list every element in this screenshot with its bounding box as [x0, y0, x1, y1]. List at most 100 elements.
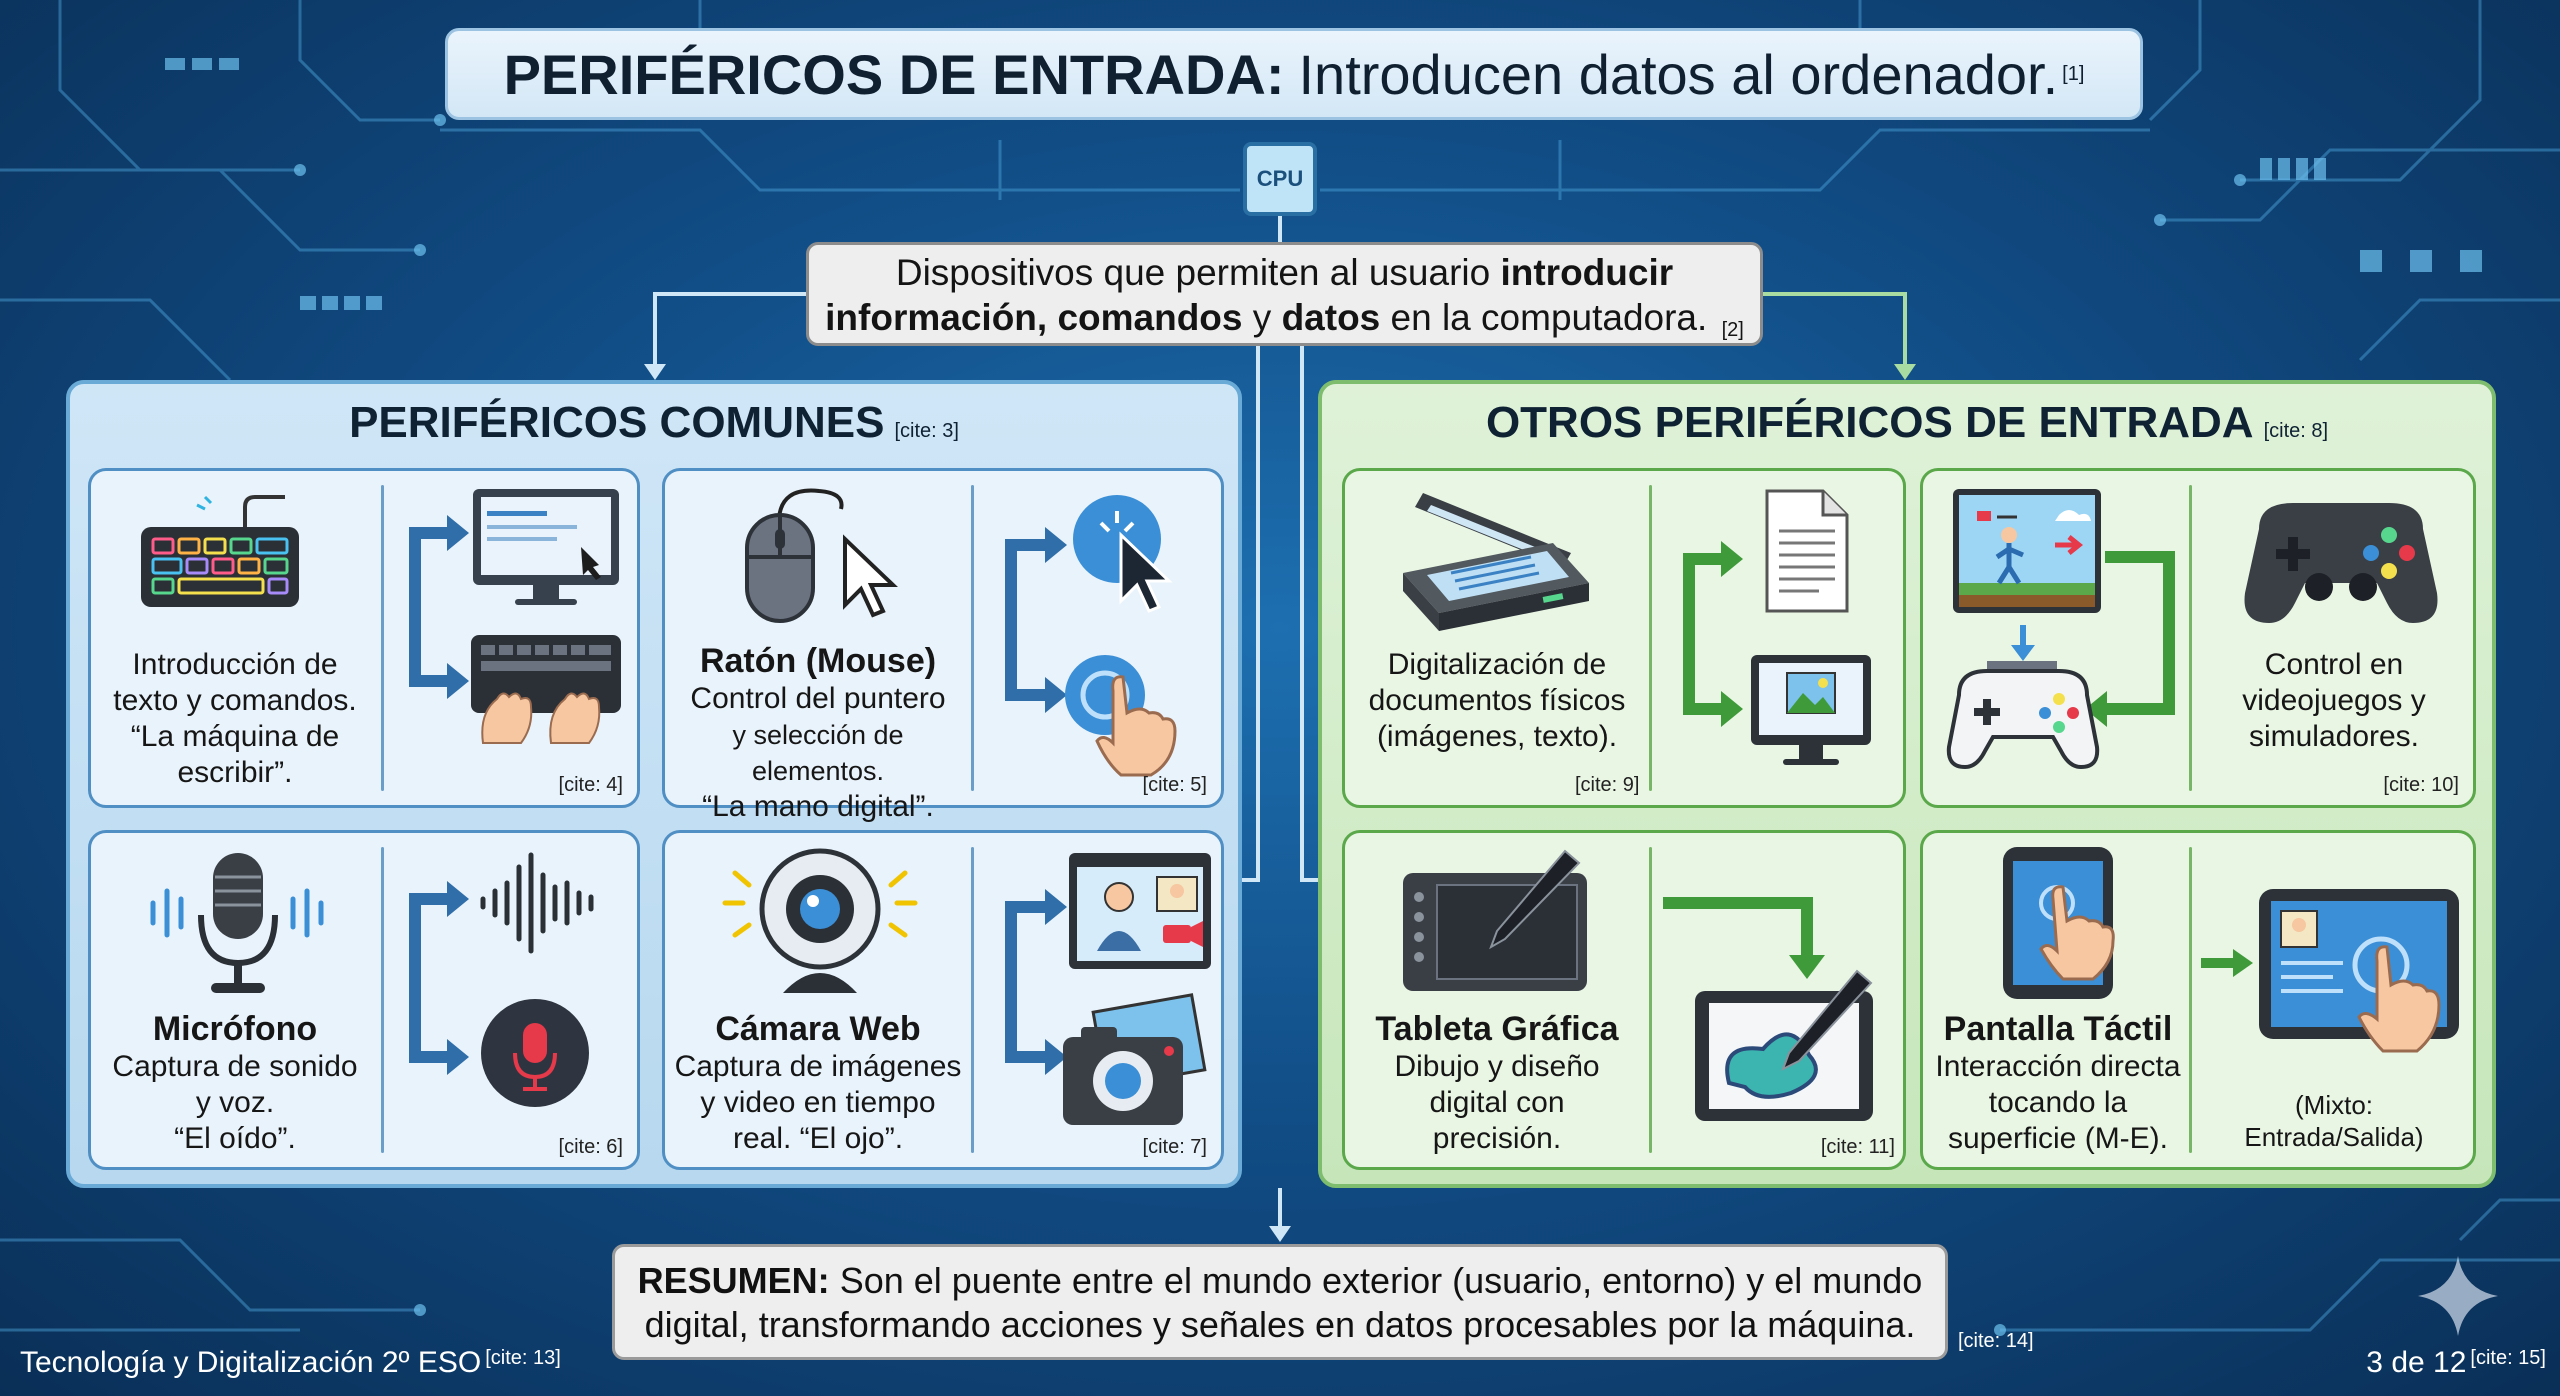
definition-text: y: [1252, 297, 1272, 338]
keyboard-flow-arrows: [409, 489, 621, 744]
card-line: Control del puntero: [690, 682, 946, 715]
summary-box: RESUMEN: Son el puente entre el mundo ex…: [612, 1244, 1948, 1360]
scanner-icon: [1403, 493, 1589, 631]
card-line: documentos físicos: [1368, 684, 1626, 717]
image-monitor-icon: [1751, 655, 1871, 765]
definition-text: en la computadora.: [1390, 297, 1708, 338]
arrow-down-icon: [1987, 625, 2057, 669]
tablet-touch-icon: [2259, 889, 2459, 1053]
keyboard-card: Introducción de texto y comandos. “La má…: [88, 468, 640, 808]
panel-title: PERIFÉRICOS COMUNES [cite: 3]: [70, 398, 1238, 448]
note-line: Entrada/Salida): [2244, 1122, 2424, 1152]
card-line: y video en tiempo: [700, 1086, 936, 1119]
other-peripherals-panel: OTROS PERIFÉRICOS DE ENTRADA [cite: 8] Di…: [1318, 380, 2496, 1188]
game-controller-icon: [2244, 503, 2438, 623]
course-cite: [cite: 13]: [485, 1347, 561, 1369]
course-name: Tecnología y Digitalización 2º ESO: [20, 1346, 482, 1379]
card-line: simuladores.: [2248, 720, 2420, 753]
note-line: (Mixto:: [2295, 1090, 2373, 1120]
video-game-screen-icon: [1953, 489, 2101, 613]
webcam-description: Cámara Web Captura de imágenes y video e…: [665, 1009, 971, 1157]
definition-cite: [2]: [1721, 319, 1744, 341]
card-line: (imágenes, texto).: [1376, 720, 1618, 753]
summary-text: Son el puente entre el mundo exterior (u…: [839, 1260, 1923, 1301]
card-line: digital con: [1429, 1086, 1565, 1119]
scanner-flow-arrows: [1683, 489, 1871, 765]
card-divider: [2189, 485, 2192, 791]
panel-title: OTROS PERIFÉRICOS DE ENTRADA [cite: 8]: [1322, 398, 2492, 448]
camera-photo-icon: [1063, 993, 1207, 1125]
card-line: Control en: [2264, 648, 2404, 681]
tablet-touch-flow: [2201, 889, 2459, 1053]
card-line: Interacción directa: [1935, 1050, 2181, 1083]
gamepad-card: Control en videojuegos y simuladores. [c…: [1920, 468, 2476, 808]
title-cite: [1]: [2062, 62, 2085, 85]
panel-cite: [cite: 3]: [894, 420, 959, 442]
touch-select-icon: [1065, 655, 1177, 777]
card-cite: [cite: 9]: [1575, 774, 1640, 796]
footer-course: Tecnología y Digitalización 2º ESO[cite:…: [20, 1346, 561, 1380]
card-title: Tableta Gráfica: [1375, 1010, 1619, 1048]
title-bold: PERIFÉRICOS DE ENTRADA:: [503, 42, 1285, 106]
card-line: “La máquina de: [130, 720, 340, 753]
microphone-flow-arrows: [409, 852, 594, 1107]
touch-screen-description: Pantalla Táctil Interacción directa toca…: [1927, 1009, 2189, 1157]
card-divider: [381, 485, 384, 791]
card-line: Dibujo y diseño: [1394, 1050, 1600, 1083]
card-divider: [1649, 485, 1652, 791]
gamepad-flow: [1946, 489, 2175, 770]
cpu-label: CPU: [1256, 166, 1304, 191]
common-peripherals-panel: PERIFÉRICOS COMUNES [cite: 3] Introducció…: [66, 380, 1242, 1188]
microphone-card: Micrófono Captura de sonido y voz. “El o…: [88, 830, 640, 1170]
card-line: Introducción de: [132, 648, 338, 681]
summary-text: digital, transformando acciones y señale…: [644, 1304, 1916, 1345]
footer-page: 3 de 12[cite: 15]: [2366, 1346, 2546, 1380]
card-cite: [cite: 4]: [558, 774, 623, 796]
panel-title-text: OTROS PERIFÉRICOS DE ENTRADA: [1485, 398, 2254, 447]
graphic-tablet-icon: [1403, 849, 1587, 991]
typing-hands-icon: [471, 635, 621, 744]
mouse-card: Ratón (Mouse) Control del puntero y sele…: [662, 468, 1224, 823]
mouse-flow-arrows: [1005, 495, 1177, 777]
definition-bold: información, comandos: [825, 297, 1243, 338]
keyboard-description: Introducción de texto y comandos. “La má…: [101, 647, 369, 791]
sound-wave-icon: [480, 852, 594, 954]
card-line: “La mano digital”.: [702, 790, 934, 823]
definition-text: Dispositivos que permiten al usuario: [895, 252, 1491, 293]
card-line: “El oído”.: [174, 1122, 296, 1155]
panel-title-text: PERIFÉRICOS COMUNES: [349, 398, 885, 447]
microphone-icon: [150, 853, 324, 993]
card-line: y selección de elementos.: [732, 720, 904, 786]
card-line: precisión.: [1432, 1122, 1562, 1155]
graphic-tablet-description: Tableta Gráfica Dibujo y diseño digital …: [1353, 1009, 1641, 1157]
mouse-icon: [745, 488, 898, 623]
white-controller-icon: [1946, 669, 2100, 770]
card-cite: [cite: 10]: [2383, 774, 2459, 796]
webcam-card: Cámara Web Captura de imágenes y video e…: [662, 830, 1224, 1170]
card-line: texto y comandos.: [113, 684, 357, 717]
card-title: Micrófono: [152, 1010, 318, 1048]
webcam-flow-arrows: [1005, 853, 1211, 1125]
video-call-icon: [1069, 853, 1211, 969]
recording-mic-icon: [481, 999, 589, 1107]
card-line: Digitalización de: [1387, 648, 1607, 681]
document-icon: [1765, 489, 1849, 613]
title-rest: Introducen datos al ordenador.: [1298, 42, 2059, 106]
page-cite: [cite: 15]: [2470, 1347, 2546, 1369]
webcam-icon: [722, 848, 918, 993]
summary-label: RESUMEN:: [637, 1260, 830, 1301]
card-title: Pantalla Táctil: [1943, 1010, 2173, 1048]
click-icon: [1073, 495, 1173, 613]
mixed-note: (Mixto: Entrada/Salida): [2199, 1089, 2469, 1153]
scanner-description: Digitalización de documentos físicos (im…: [1353, 647, 1641, 755]
touch-screen-card: Pantalla Táctil Interacción directa toca…: [1920, 830, 2476, 1170]
smartphone-touch-icon: [2003, 847, 2115, 999]
card-line: escribir”.: [177, 756, 293, 789]
panel-cite: [cite: 8]: [2263, 420, 2329, 442]
card-divider: [971, 847, 974, 1153]
microphone-description: Micrófono Captura de sonido y voz. “El o…: [101, 1009, 369, 1157]
definition-box: Dispositivos que permiten al usuario int…: [806, 242, 1763, 346]
drawing-screen-icon: [1695, 969, 1873, 1121]
definition-bold: introducir: [1500, 252, 1674, 293]
